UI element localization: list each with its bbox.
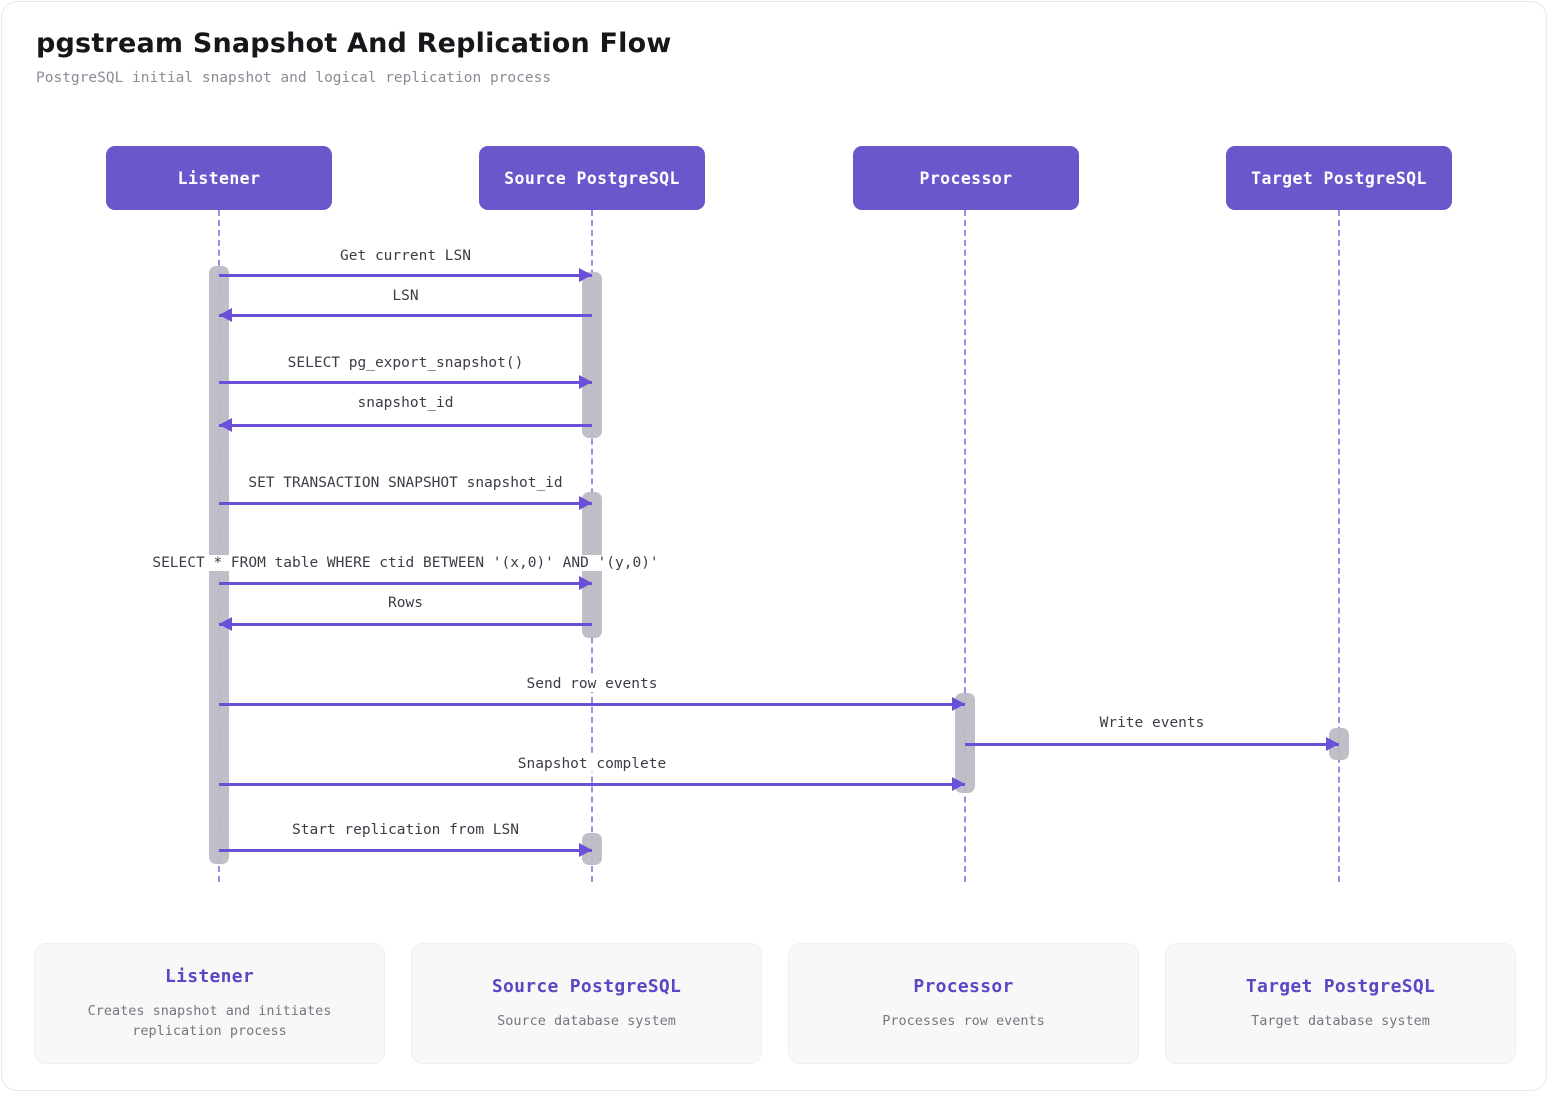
legend-card-description: Target database system [1251,1012,1430,1029]
participant-target[interactable]: Target PostgreSQL [1226,146,1452,210]
participant-listener[interactable]: Listener [106,146,332,210]
message-arrow-11 [219,849,592,852]
message-label-6: SELECT * FROM table WHERE ctid BETWEEN '… [147,555,664,571]
lifeline-processor [964,210,966,882]
message-arrowhead-10 [952,777,965,791]
participant-label-source: Source PostgreSQL [504,168,680,188]
message-arrow-3 [219,381,592,384]
message-arrowhead-11 [579,843,592,857]
message-label-8: Send row events [521,676,663,692]
legend-card: Source PostgreSQL Source database system [411,943,762,1064]
message-arrowhead-8 [952,697,965,711]
message-arrow-6 [219,582,592,585]
message-label-4: snapshot_id [352,395,459,411]
message-label-5: SET TRANSACTION SNAPSHOT snapshot_id [243,475,568,491]
message-arrowhead-9 [1326,737,1339,751]
page-subtitle: PostgreSQL initial snapshot and logical … [36,70,552,86]
legend-card-description: Creates snapshot and initiates replicati… [87,1002,332,1039]
legend-card-title: Processor [913,975,1014,997]
participant-processor[interactable]: Processor [853,146,1079,210]
message-label-11: Start replication from LSN [287,822,524,838]
activation-bar-source [582,833,602,865]
message-arrowhead-4 [219,418,232,432]
message-label-2: LSN [387,288,424,304]
participant-source[interactable]: Source PostgreSQL [479,146,705,210]
message-arrow-1 [219,274,592,277]
message-arrow-4 [219,424,592,427]
legend-card-title: Target PostgreSQL [1245,975,1436,997]
sequence-diagram-canvas: Get current LSN LSN SELECT pg_export_snaps… [2,2,1546,932]
header: pgstream Snapshot And Replication Flow P… [36,28,672,86]
message-arrowhead-3 [579,375,592,389]
legend-card-title: Source PostgreSQL [491,975,682,997]
page-title: pgstream Snapshot And Replication Flow [36,28,672,59]
message-label-10: Snapshot complete [512,756,672,772]
legend-card-description: Processes row events [882,1012,1045,1029]
message-label-1: Get current LSN [335,248,476,264]
message-label-7: Rows [383,595,428,611]
message-arrowhead-2 [219,308,232,322]
legend-card-title: Listener [164,965,255,987]
message-arrowhead-5 [579,496,592,510]
participant-label-target: Target PostgreSQL [1251,168,1427,188]
message-arrow-8 [219,703,965,706]
legend-card-description: Source database system [497,1012,676,1029]
message-label-9: Write events [1094,715,1210,731]
message-arrow-5 [219,502,592,505]
participant-label-processor: Processor [919,168,1013,188]
message-arrowhead-6 [579,576,592,590]
activation-bar-target [1329,728,1349,760]
message-label-3: SELECT pg_export_snapshot() [282,355,529,371]
message-arrow-7 [219,623,592,626]
legend-card: Target PostgreSQL Target database system [1165,943,1516,1064]
message-arrow-2 [219,314,592,317]
message-arrowhead-7 [219,617,232,631]
message-arrow-9 [965,743,1339,746]
activation-bar-source [582,272,602,438]
message-arrow-10 [219,783,965,786]
lifeline-target [1338,210,1340,882]
message-arrowhead-1 [579,268,592,282]
participant-label-listener: Listener [177,168,261,188]
